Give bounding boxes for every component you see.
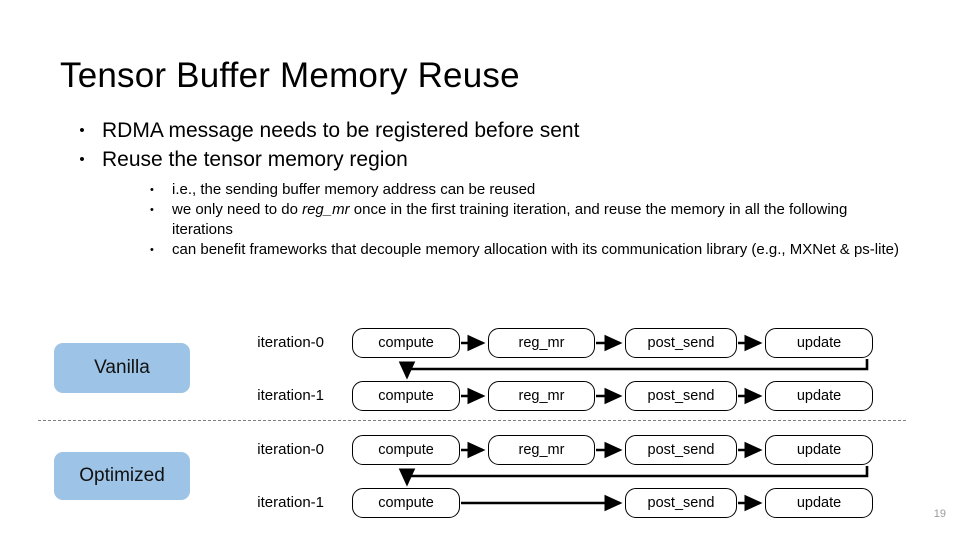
stage-box-reg-mr[interactable]: reg_mr xyxy=(488,435,595,465)
subbullet-text: we only need to do reg_mr once in the fi… xyxy=(172,200,902,240)
stage-box-compute[interactable]: compute xyxy=(352,488,460,518)
arrow-loop-vanilla xyxy=(398,359,869,380)
iteration-label: iteration-1 xyxy=(257,387,324,404)
subbullet-item: • we only need to do reg_mr once in the … xyxy=(146,200,902,240)
subbullet-text-pre: i.e., the sending buffer memory address … xyxy=(172,181,536,198)
stage-box-post-send[interactable]: post_send xyxy=(625,435,737,465)
group-label-vanilla: Vanilla xyxy=(54,343,190,393)
subbullet-item: • can benefit frameworks that decouple m… xyxy=(146,240,902,260)
bullet-text: RDMA message needs to be registered befo… xyxy=(102,119,580,142)
subbullet-text-post: once in the first training iteration, an… xyxy=(172,201,848,238)
subbullet-text: can benefit frameworks that decouple mem… xyxy=(172,240,899,260)
bullet-item: • RDMA message needs to be registered be… xyxy=(62,117,902,145)
subbullet-marker-icon: • xyxy=(150,204,154,216)
bullet-text: Reuse the tensor memory region xyxy=(102,148,408,171)
iteration-label: iteration-1 xyxy=(257,494,324,511)
stage-box-post-send[interactable]: post_send xyxy=(625,488,737,518)
stage-box-compute[interactable]: compute xyxy=(352,435,460,465)
stage-box-reg-mr[interactable]: reg_mr xyxy=(488,381,595,411)
group-divider xyxy=(38,420,906,421)
page-title: Tensor Buffer Memory Reuse xyxy=(60,56,520,95)
subbullet-text-emphasis: reg_mr xyxy=(302,201,350,218)
stage-box-update[interactable]: update xyxy=(765,381,873,411)
iteration-label: iteration-0 xyxy=(257,441,324,458)
stage-box-update[interactable]: update xyxy=(765,488,873,518)
subbullet-marker-icon: • xyxy=(150,184,154,196)
stage-box-compute[interactable]: compute xyxy=(352,381,460,411)
arrow-loop-optimized xyxy=(398,466,869,487)
bullet-marker-icon: • xyxy=(79,122,85,139)
bullet-marker-icon: • xyxy=(79,151,85,168)
subbullet-text-pre: we only need to do xyxy=(172,201,303,218)
subbullet-marker-icon: • xyxy=(150,244,154,256)
stage-box-update[interactable]: update xyxy=(765,435,873,465)
iteration-label: iteration-0 xyxy=(257,334,324,351)
stage-box-post-send[interactable]: post_send xyxy=(625,328,737,358)
stage-box-update[interactable]: update xyxy=(765,328,873,358)
subbullet-text-pre: can benefit frameworks that decouple mem… xyxy=(172,241,899,258)
subbullet-item: • i.e., the sending buffer memory addres… xyxy=(146,180,902,200)
subbullet-text: i.e., the sending buffer memory address … xyxy=(172,180,535,200)
body-content: • RDMA message needs to be registered be… xyxy=(62,117,902,260)
group-label-optimized: Optimized xyxy=(54,452,190,500)
stage-box-post-send[interactable]: post_send xyxy=(625,381,737,411)
stage-box-reg-mr[interactable]: reg_mr xyxy=(488,328,595,358)
subbullet-list: • i.e., the sending buffer memory addres… xyxy=(146,180,902,260)
stage-box-compute[interactable]: compute xyxy=(352,328,460,358)
slide-number: 19 xyxy=(933,508,946,520)
bullet-item: • Reuse the tensor memory region xyxy=(62,146,902,174)
